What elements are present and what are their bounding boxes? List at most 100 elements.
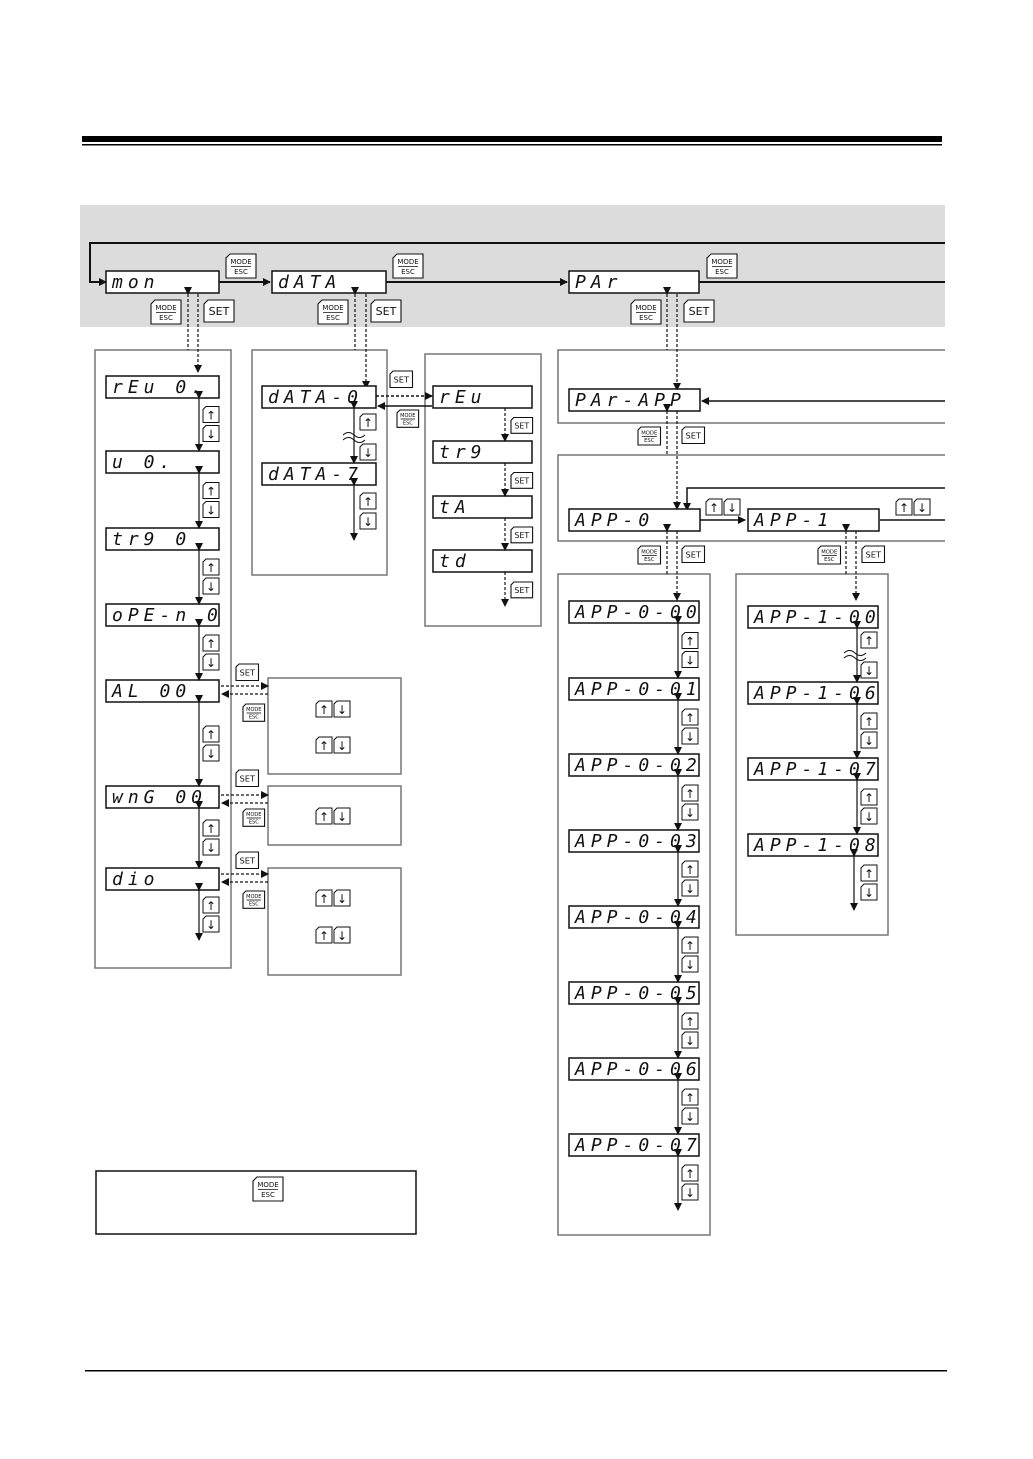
set-button-data-sub-1[interactable]: SET: [510, 471, 534, 489]
warning-sub-1-up-button[interactable]: ↑: [315, 807, 333, 825]
set-button-data-sub-0[interactable]: SET: [510, 416, 534, 434]
app0-step-0-up-button[interactable]: ↑: [681, 632, 699, 649]
data-step-down-button[interactable]: ↓: [359, 443, 377, 461]
app0-step-1-up-button[interactable]: ↑: [681, 708, 699, 726]
app1-next-up-button-shape: [895, 498, 913, 516]
app0-step-last-up-button[interactable]: ↑: [681, 1164, 699, 1182]
app0-step-6-up-button-shape: [681, 1088, 699, 1106]
warning-sub-1-down-button[interactable]: ↓: [333, 807, 351, 825]
set-button-mon[interactable]: SET: [203, 299, 235, 323]
alarm-sub-2-up-button[interactable]: ↑: [315, 736, 333, 754]
mode-loop-line: [89, 242, 945, 286]
data-step-up-button-shape: [359, 413, 377, 431]
data-step-last-down-button[interactable]: ↓: [359, 512, 377, 530]
monitor-step-3-up-button-shape: [202, 634, 220, 652]
app0-step-6-down-button[interactable]: ↓: [681, 1107, 699, 1125]
app0-step-2-down-button-shape: [681, 803, 699, 821]
app1-next-down-button[interactable]: ↓: [913, 498, 931, 516]
set-button-data0[interactable]: SET: [389, 370, 414, 389]
monitor-step-2-down-button[interactable]: ↓: [202, 577, 220, 595]
app0-step-4-down-button[interactable]: ↓: [681, 955, 699, 973]
monitor-item-6: dio: [105, 867, 220, 891]
set-button-data-sub-3[interactable]: SET: [510, 581, 534, 599]
app0-item-4-text: APP-0-04: [574, 907, 702, 928]
app0-app1-down-button[interactable]: ↓: [723, 498, 741, 516]
app0-step-3-down-button[interactable]: ↓: [681, 879, 699, 897]
app1-step-2-down-button[interactable]: ↓: [860, 807, 878, 825]
app1-step-last-down-button[interactable]: ↓: [860, 883, 878, 901]
app1-next-up-button[interactable]: ↑: [895, 498, 913, 516]
dio-sub-1-up-button[interactable]: ↑: [315, 889, 333, 907]
app1-step-0-down-button[interactable]: ↓: [860, 661, 878, 679]
alarm-sub-2-down-button[interactable]: ↓: [333, 736, 351, 754]
mode-button-app1-mode-label: MODE: [821, 550, 837, 556]
app1-step-0-up-button[interactable]: ↑: [860, 631, 878, 649]
app0-step-1-down-button[interactable]: ↓: [681, 727, 699, 745]
monitor-step-4-down-button[interactable]: ↓: [202, 744, 220, 762]
monitor-step-1-up-button[interactable]: ↑: [202, 482, 220, 499]
app1-step-1-down-button[interactable]: ↓: [860, 731, 878, 749]
set-button-wng[interactable]: SET: [235, 769, 260, 788]
data-step-up-button[interactable]: ↑: [359, 413, 377, 431]
monitor-step-3-up-button[interactable]: ↑: [202, 634, 220, 652]
app0-step-2-down-button[interactable]: ↓: [681, 803, 699, 821]
app0-app1-up-button[interactable]: ↑: [705, 498, 723, 516]
monitor-step-last-up-button[interactable]: ↑: [202, 896, 220, 914]
down-arrow-icon: ↓: [685, 806, 695, 820]
monitor-step-4-up-button[interactable]: ↑: [202, 725, 220, 743]
app1-step-1-up-button[interactable]: ↑: [860, 712, 878, 730]
mode-button-wng-mode-label: MODE: [246, 812, 261, 818]
set-button-data-sub-2[interactable]: SET: [510, 526, 534, 544]
app1-step-2-up-button[interactable]: ↑: [860, 788, 878, 806]
set-button-par[interactable]: SET: [683, 299, 715, 323]
dio-sub-1-down-button[interactable]: ↓: [333, 889, 351, 907]
app1-step-0-up-button-shape: [860, 631, 878, 649]
set-button-app1[interactable]: SET: [861, 545, 886, 564]
app0-step-5-down-button[interactable]: ↓: [681, 1031, 699, 1049]
monitor-step-1-down-button[interactable]: ↓: [202, 501, 220, 518]
set-button-dio[interactable]: SET: [235, 851, 260, 870]
dio-sub-2-up-button[interactable]: ↑: [315, 926, 333, 944]
set-button-par-app[interactable]: SET: [681, 426, 706, 445]
app0-step-6-up-button[interactable]: ↑: [681, 1088, 699, 1106]
monitor-item-3: oPE-n 0: [105, 603, 220, 627]
monitor-step-0-down-button[interactable]: ↓: [202, 425, 220, 442]
monitor-step-2-up-button[interactable]: ↑: [202, 558, 220, 576]
set-button-data[interactable]: SET: [370, 299, 402, 323]
set-button-app0[interactable]: SET: [681, 545, 706, 564]
alarm-sub-1-up-button[interactable]: ↑: [315, 700, 333, 718]
app0-step-4-up-button[interactable]: ↑: [681, 936, 699, 954]
monitor-step-5-up-button[interactable]: ↑: [202, 819, 220, 837]
app0-step-0-down-button[interactable]: ↓: [681, 651, 699, 668]
dio-sub-2-down-button[interactable]: ↓: [333, 926, 351, 944]
app1-display: APP-1: [747, 508, 880, 532]
monitor-step-5-down-button[interactable]: ↓: [202, 838, 220, 856]
monitor-step-last-down-button[interactable]: ↓: [202, 915, 220, 933]
app0-step-3-up-button[interactable]: ↑: [681, 860, 699, 878]
monitor-step-3-down-button[interactable]: ↓: [202, 653, 220, 671]
set-button-al[interactable]: SET: [235, 663, 260, 682]
app0-step-5-up-button[interactable]: ↑: [681, 1012, 699, 1030]
mode-button-dio-esc-label: ESC: [249, 901, 259, 907]
monitor-step-0-up-button[interactable]: ↑: [202, 406, 220, 423]
down-arrow-icon: ↓: [206, 580, 216, 594]
app1-step-last-up-button[interactable]: ↑: [860, 864, 878, 882]
data-step-last-up-button[interactable]: ↑: [359, 492, 377, 510]
app0-step-last-down-button[interactable]: ↓: [681, 1183, 699, 1201]
alarm-sub-1-down-button[interactable]: ↓: [333, 700, 351, 718]
app0-step-2-up-button[interactable]: ↑: [681, 784, 699, 802]
